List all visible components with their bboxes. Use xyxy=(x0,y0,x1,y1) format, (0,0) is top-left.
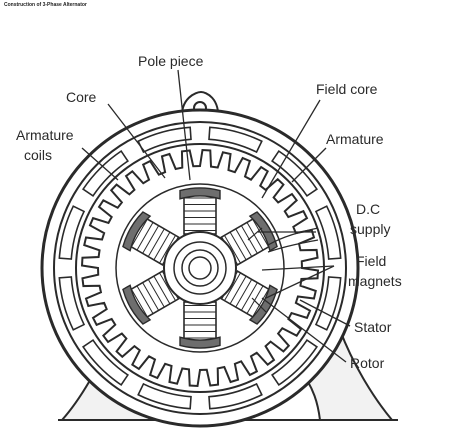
armature-coil-slot xyxy=(81,149,129,197)
label-armature: Armature xyxy=(326,131,384,147)
label-pole-piece: Pole piece xyxy=(138,53,204,69)
rotor-pole xyxy=(179,187,221,235)
labels: Pole piece Core Field core Armature coil… xyxy=(16,53,402,371)
armature-coil-slot xyxy=(58,205,86,260)
armature-coil-slot xyxy=(58,276,86,331)
label-field-magnets-1: Field xyxy=(356,253,386,269)
armature-coil-slot xyxy=(208,126,263,154)
rotor-pole xyxy=(122,211,180,266)
armature-coil-slot xyxy=(314,205,342,260)
label-armature-coils-1: Armature xyxy=(16,127,74,143)
label-field-magnets-2: magnets xyxy=(348,273,402,289)
figure-caption: Construction of 3-Phase Alternator xyxy=(4,2,87,8)
armature-coil-slots xyxy=(58,126,342,410)
armature-coil-slot xyxy=(208,382,263,410)
label-stator: Stator xyxy=(354,319,392,335)
label-field-core: Field core xyxy=(316,81,378,97)
armature-coil-slot xyxy=(137,382,192,410)
armature-coil-slot xyxy=(137,126,192,154)
armature-coil-slot xyxy=(81,339,129,387)
label-armature-coils-2: coils xyxy=(24,147,52,163)
label-rotor: Rotor xyxy=(350,355,385,371)
leader-lines xyxy=(81,69,351,363)
dc-supply-wires xyxy=(247,227,319,313)
frame-inner xyxy=(53,121,347,415)
label-dc-supply-1: D.C xyxy=(356,201,380,217)
armature-coil-slot xyxy=(271,339,319,387)
rotor-pole xyxy=(179,301,221,349)
armature-coil-slot xyxy=(314,276,342,331)
rotor-pole xyxy=(220,270,278,325)
label-dc-supply-2: supply xyxy=(350,221,390,237)
stator-core-outer xyxy=(75,143,325,393)
rotor-shaft xyxy=(163,231,237,305)
rotor-poles xyxy=(122,187,278,349)
label-core: Core xyxy=(66,89,97,105)
